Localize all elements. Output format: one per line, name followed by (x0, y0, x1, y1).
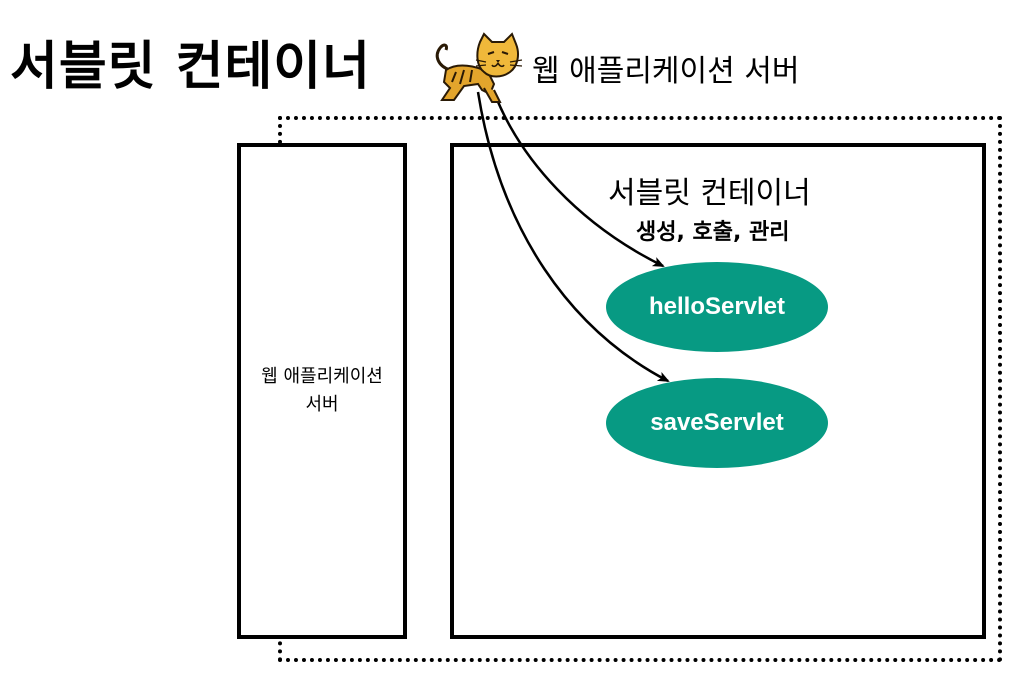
container-title: 서블릿 컨테이너 (608, 176, 811, 211)
page-title: 서블릿 컨테이너 (10, 37, 371, 97)
hello-servlet: helloServlet (606, 262, 828, 352)
was-box-label-line2: 서버 (305, 394, 339, 415)
save-servlet: saveServlet (606, 378, 828, 468)
server-label: 웹 애플리케이션 서버 (532, 54, 800, 89)
tomcat-cat-icon (435, 32, 523, 103)
hello-servlet-label: helloServlet (648, 293, 786, 320)
save-servlet-label: saveServlet (650, 409, 784, 436)
was-box-label-line1: 웹 애플리케이션 (261, 366, 383, 387)
container-subtitle: 생성, 호출, 관리 (636, 220, 790, 245)
web-application-server-box: 웹 애플리케이션 서버 (237, 143, 407, 639)
was-box-label: 웹 애플리케이션 서버 (247, 363, 397, 419)
servlet-container-box (450, 143, 986, 639)
